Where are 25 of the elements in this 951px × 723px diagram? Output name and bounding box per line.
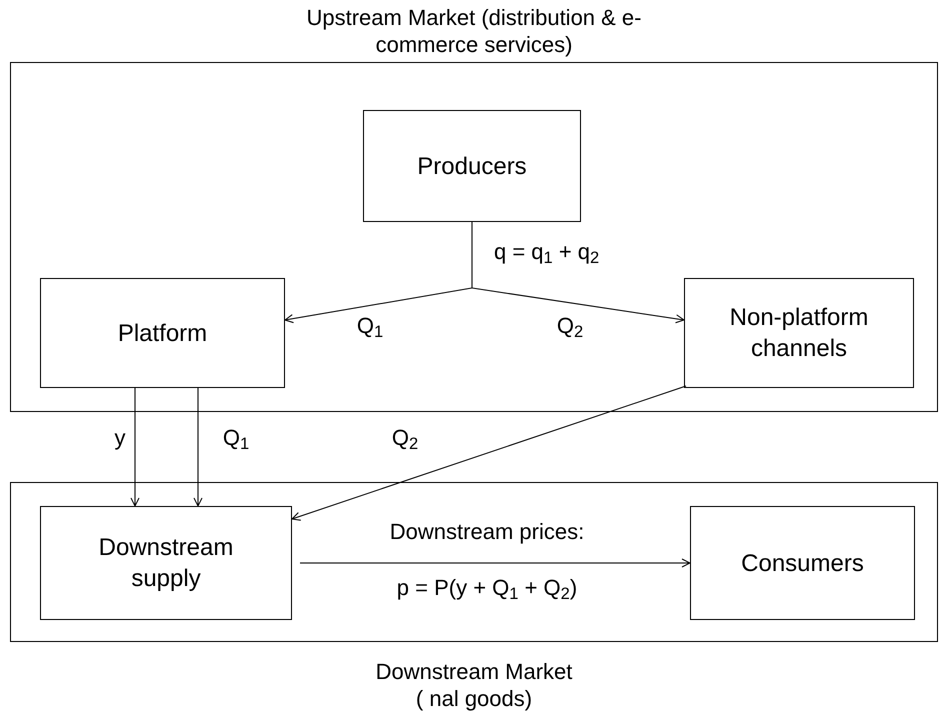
market-heading: Downstream Market ( nal goods) xyxy=(374,658,574,712)
edge-label: y xyxy=(114,424,126,452)
market-heading: Upstream Market (distribution & e-commerce services) xyxy=(306,4,642,58)
process-box xyxy=(363,110,581,222)
box-label: Platform xyxy=(118,318,208,348)
arrow xyxy=(130,388,140,506)
edge-label: Q$_{2}$ xyxy=(390,424,420,452)
process-box xyxy=(40,506,292,620)
arrow xyxy=(300,558,690,568)
formula-label: p = P(y + Q$_{1}$ + Q$_{2}$) xyxy=(396,574,578,602)
box-label: Producers xyxy=(417,152,527,182)
process-box xyxy=(690,506,915,620)
edge-label: Q$_{2}$ xyxy=(556,312,584,340)
arrow xyxy=(194,388,202,506)
process-box xyxy=(684,278,914,388)
box-label: Consumers xyxy=(741,548,864,578)
formula-label: q = q$_{1}$ + q$_{2}$ xyxy=(494,238,600,266)
arrow xyxy=(472,222,684,324)
edge-label: Q$_{1}$ xyxy=(356,312,384,340)
arrow xyxy=(292,386,686,521)
box-label: Downstream supply xyxy=(98,533,234,594)
box-label: Non-platform channels xyxy=(728,303,870,364)
edge-label: Downstream prices: xyxy=(388,518,586,546)
process-box xyxy=(40,278,285,388)
edge-label: Q$_{1}$ xyxy=(222,424,250,452)
